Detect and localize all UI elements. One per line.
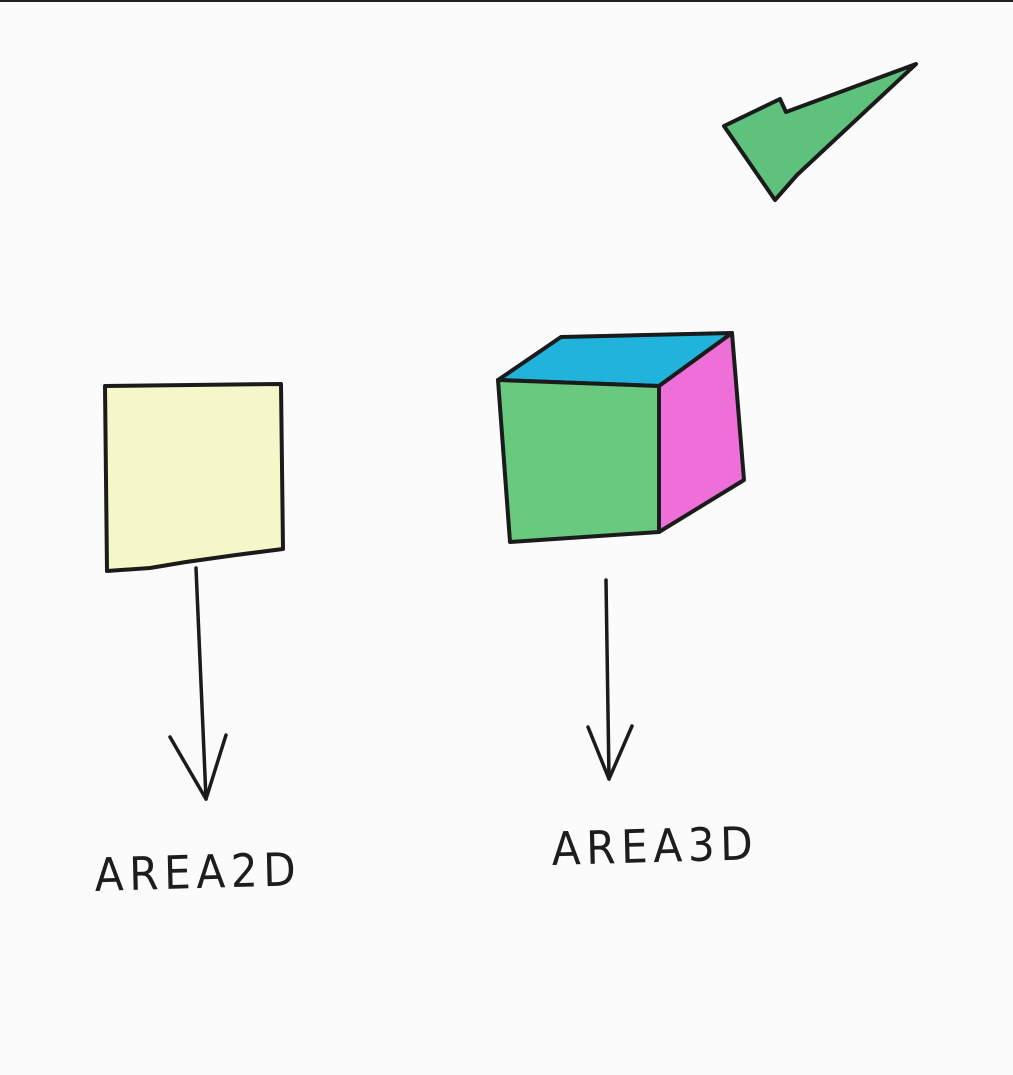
area2d-arrow-line (194, 566, 208, 801)
cube-shape (496, 331, 746, 544)
checkmark-icon (722, 62, 918, 202)
area3d-arrow-head (586, 724, 634, 781)
cube-front-face (496, 378, 661, 544)
area3d-arrow-line (604, 578, 611, 781)
area2d-label: AREA2D (94, 842, 302, 902)
area3d-label: AREA3D (551, 816, 759, 876)
area2d-arrow-head (168, 733, 228, 801)
square-shape (103, 382, 285, 573)
